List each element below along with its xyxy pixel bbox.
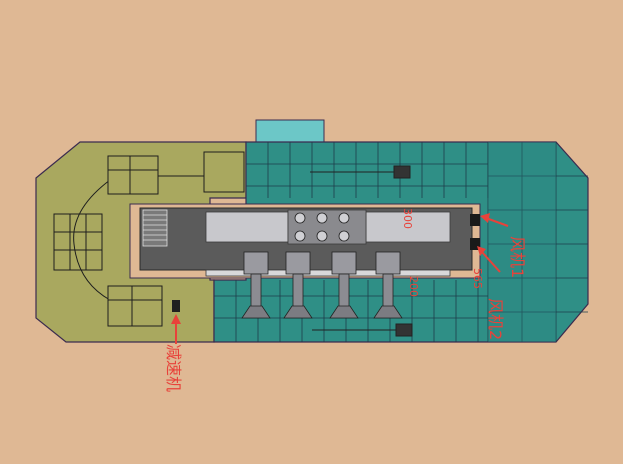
pump-unit (329, 251, 359, 319)
gear-icon (338, 230, 350, 242)
winch-top (107, 151, 245, 195)
fan1-icon (470, 214, 480, 226)
pump-unit (241, 251, 271, 319)
dim-200-label: 200 (407, 276, 420, 297)
reducer-label: 减速机 (164, 344, 183, 392)
annotation-arrows (171, 213, 509, 344)
gear-icon (316, 212, 328, 224)
pump-unit (373, 251, 403, 319)
pump-unit (283, 251, 313, 319)
reducer-icon (172, 300, 180, 312)
gear-icon (316, 230, 328, 242)
dim-565-label: 565 (471, 268, 484, 289)
winch-bottom (107, 285, 163, 327)
gear-cluster (294, 212, 350, 242)
fan2-label: 风机2 (486, 298, 505, 340)
fan2-icon (470, 238, 480, 250)
shaft-top (310, 165, 411, 179)
shaft-bottom (312, 323, 413, 337)
pump-row (241, 251, 403, 319)
gear-icon (338, 212, 350, 224)
dim-300-label: 300 (401, 208, 414, 229)
gear-icon (294, 212, 306, 224)
left-cabin (53, 179, 111, 301)
bow-zone (488, 142, 556, 342)
top-box (255, 119, 325, 145)
fan1-label: 风机1 (508, 236, 527, 278)
stairs (142, 209, 168, 247)
gear-icon (294, 230, 306, 242)
